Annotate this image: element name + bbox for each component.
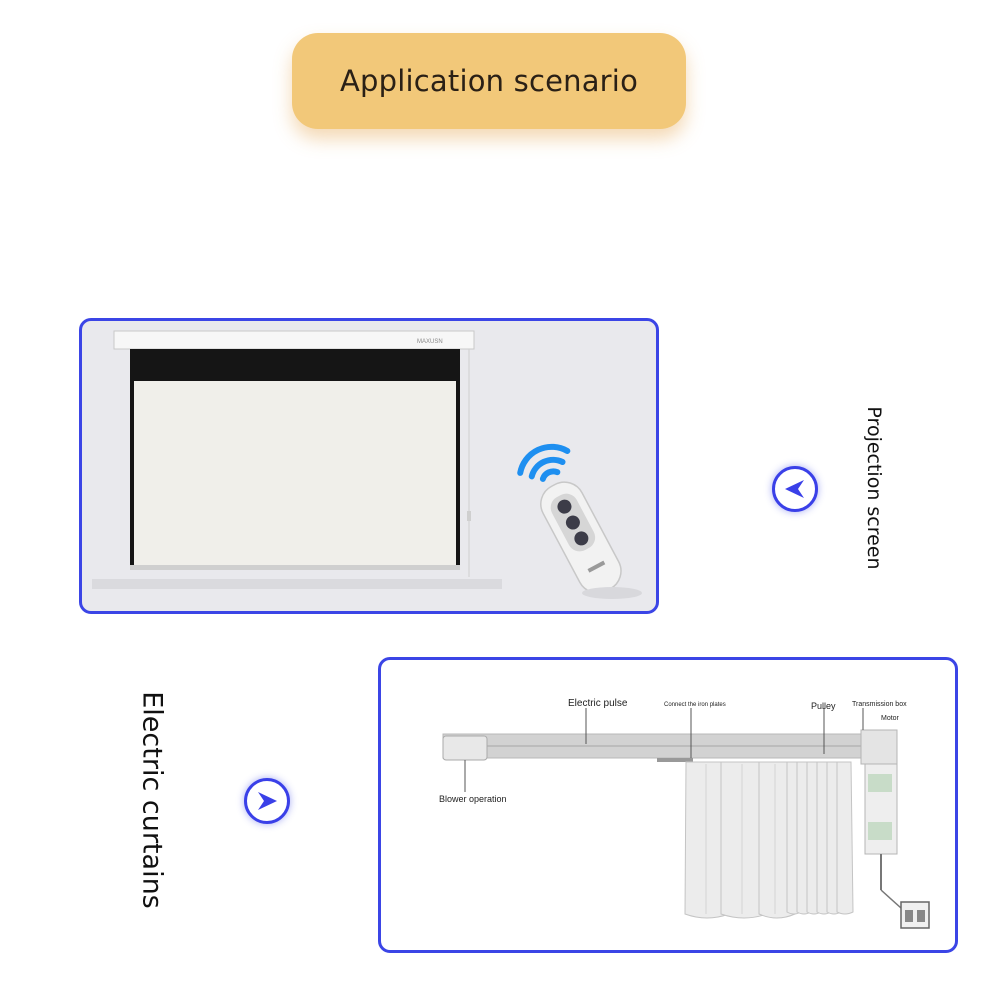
electric-curtains-panel: Electric pulse Connect the iron plates P… [378, 657, 958, 953]
label-electric-pulse: Electric pulse [568, 698, 628, 709]
projection-screen-panel: MAXUSN [79, 318, 659, 614]
screen-surface [134, 381, 456, 565]
label-motor: Motor [881, 715, 899, 722]
projection-screen-label: Projection screen [863, 406, 885, 570]
wifi-signal-icon [517, 443, 571, 482]
chevron-right-icon [258, 792, 277, 810]
chevron-left-icon [785, 480, 804, 498]
nav-next-button[interactable] [244, 778, 290, 824]
nav-previous-button[interactable] [772, 466, 818, 512]
projection-screen-illustration: MAXUSN [92, 330, 642, 599]
remote-control [540, 481, 622, 594]
label-blower-operation: Blower operation [439, 794, 507, 804]
brand-mark: MAXUSN [417, 339, 443, 345]
track-end-cap [442, 735, 488, 761]
label-pulley: Pulley [811, 701, 836, 711]
title-badge: Application scenario [292, 33, 686, 129]
page-title: Application scenario [339, 64, 639, 98]
electric-curtains-label: Electric curtains [136, 691, 168, 909]
label-transmission-box: Transmission box [852, 701, 907, 708]
curtain-diagram [442, 708, 930, 929]
curtain-fabric [684, 761, 854, 919]
label-connect-iron-plates: Connect the iron plates [664, 702, 726, 708]
